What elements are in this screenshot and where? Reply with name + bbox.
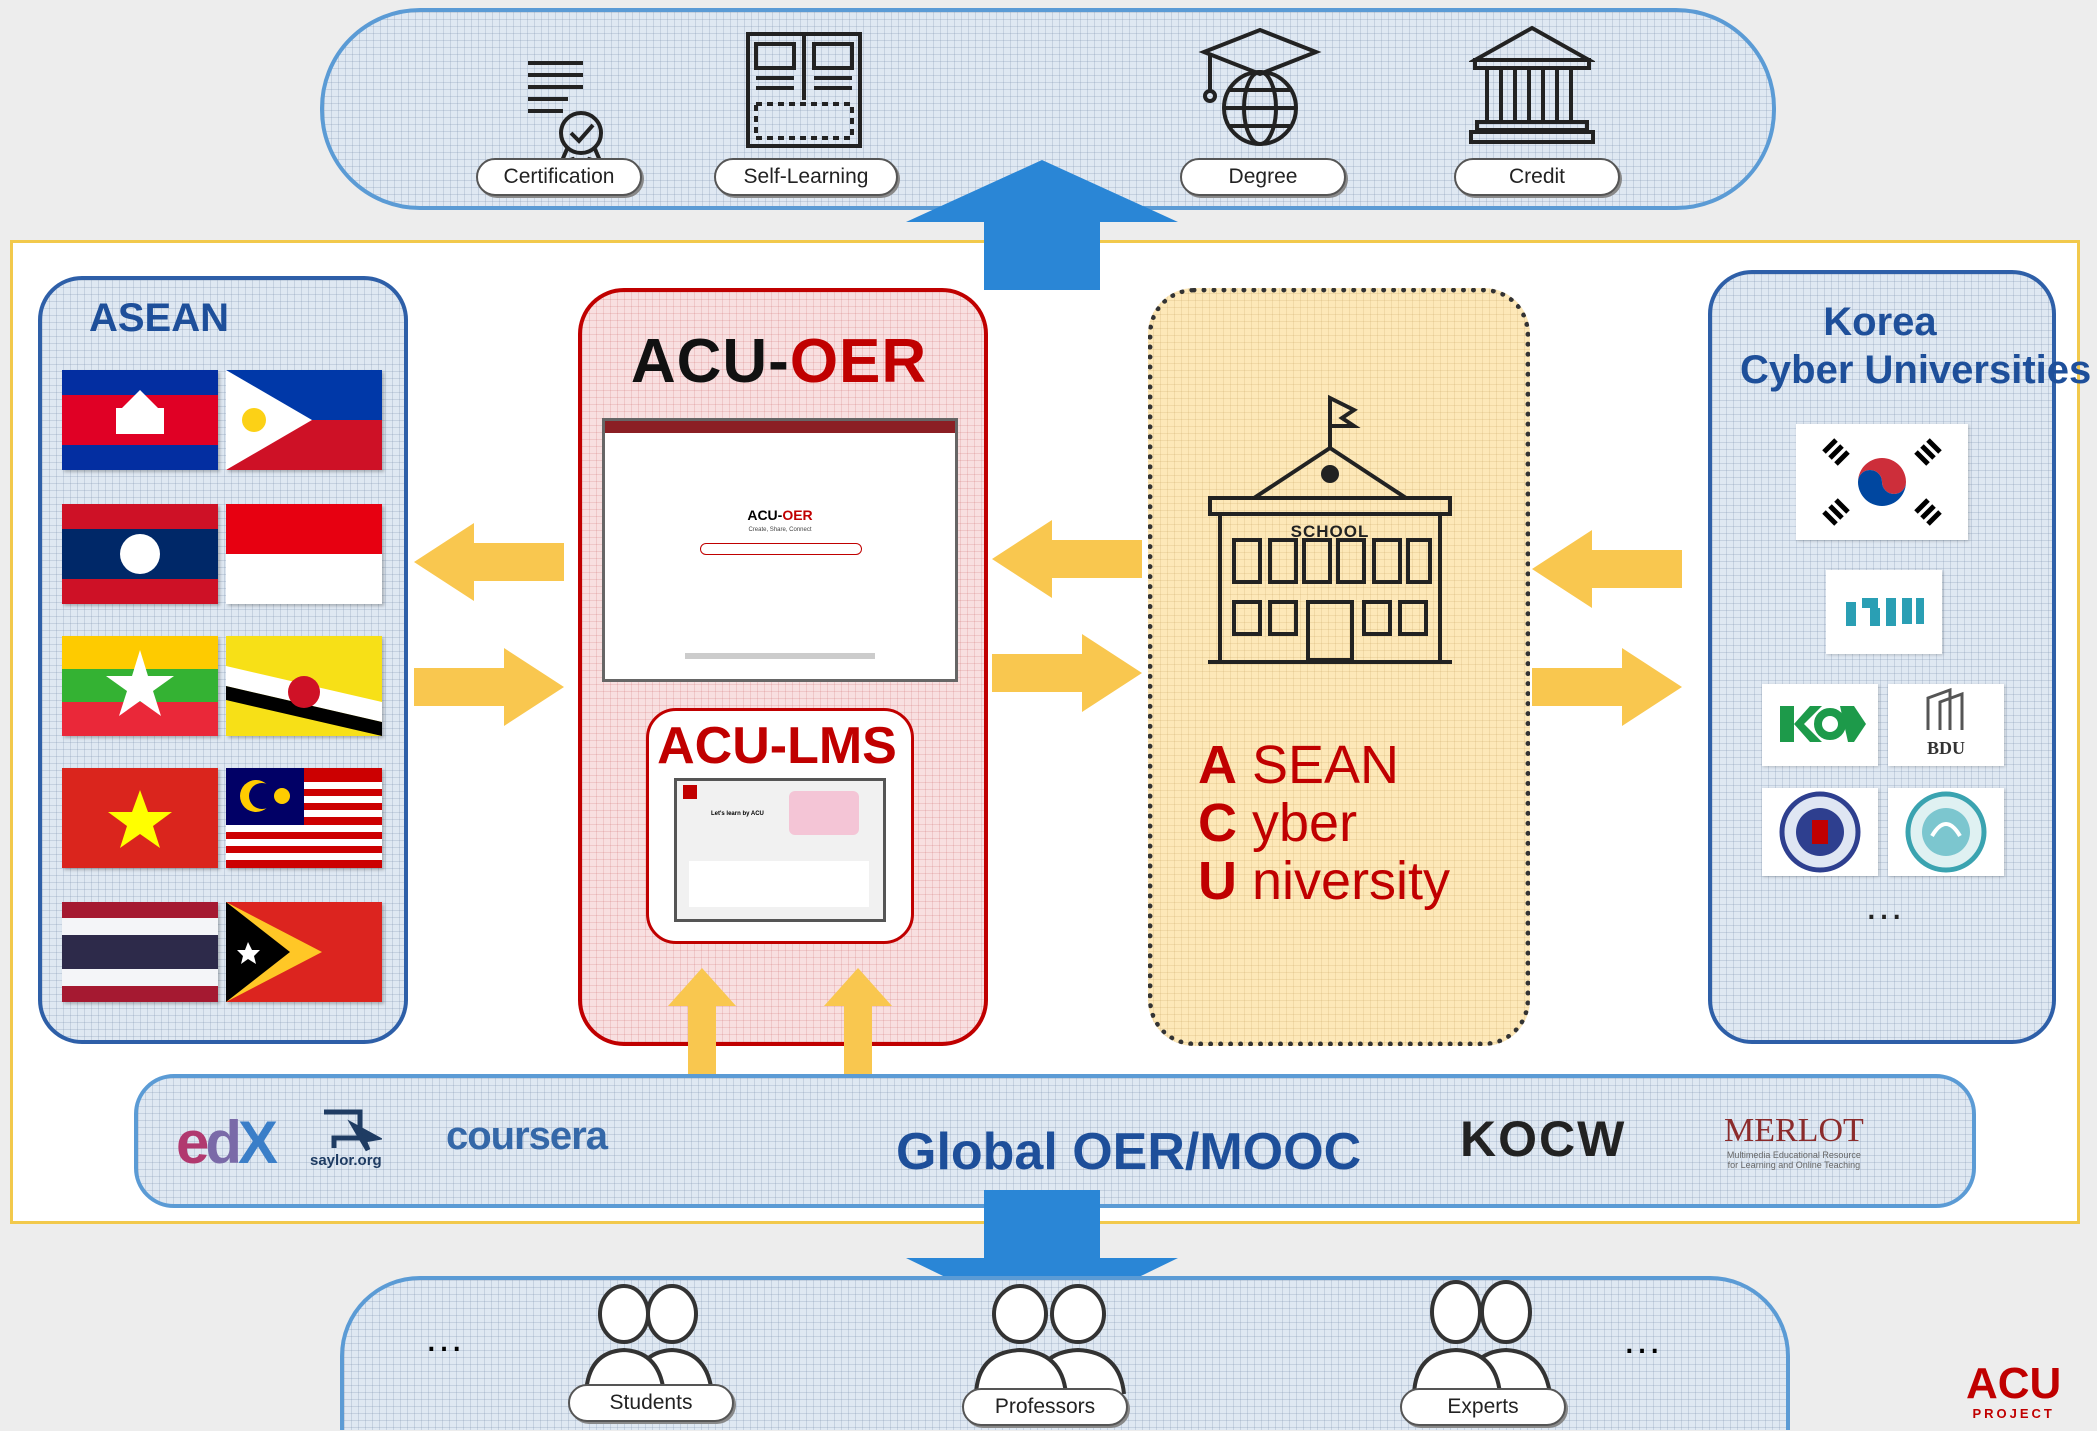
acu-project-sub: PROJECT xyxy=(1972,1406,2055,1421)
lms-screen-logo xyxy=(683,785,697,799)
oer-search-input[interactable] xyxy=(700,543,862,555)
merlot-logo: MERLOT Multimedia Educational Resource f… xyxy=(1724,1112,1864,1170)
users-more-right: … xyxy=(1622,1318,1662,1362)
oer-screen-tagline: Create, Share, Connect xyxy=(748,527,812,533)
edx-logo-d: d xyxy=(205,1109,242,1176)
experts-users-icon xyxy=(1412,1280,1552,1395)
outcome-self-learning-label: Self-Learning xyxy=(714,158,898,196)
flag-brunei xyxy=(226,636,382,736)
kcu-logo xyxy=(1826,570,1942,654)
book-icon xyxy=(746,32,862,148)
flag-malaysia xyxy=(226,768,382,868)
lms-title: ACU-LMS xyxy=(657,717,897,775)
arrow-from-oer xyxy=(992,634,1142,712)
edx-logo-x: X xyxy=(238,1109,278,1176)
acu-panel xyxy=(1148,288,1530,1046)
oer-screen-suffix: OER xyxy=(782,507,813,523)
asean-title: ASEAN xyxy=(88,296,230,340)
saylor-logo-text: saylor.org xyxy=(310,1152,382,1169)
arrow-to-acu xyxy=(1532,530,1682,608)
kocw-logo: KOCW xyxy=(1460,1111,1627,1167)
korea-flag-logo xyxy=(1796,424,1968,540)
outcome-certification-label: Certification xyxy=(476,158,642,196)
flag-thailand xyxy=(62,902,218,1002)
edx-logo: edX xyxy=(176,1108,278,1177)
lms-screen-headline: Let's learn by ACU xyxy=(711,811,764,817)
certificate-icon xyxy=(528,61,605,165)
seal-logo-2 xyxy=(1888,788,2004,876)
user-students-label: Students xyxy=(568,1384,734,1422)
oer-screen-prefix: ACU- xyxy=(747,507,783,523)
bank-building-icon xyxy=(1469,25,1595,144)
acu-line-a: A SEAN xyxy=(1198,735,1400,795)
merlot-logo-sub2: for Learning and Online Teaching xyxy=(1727,1160,1861,1170)
saylor-logo-icon xyxy=(324,1109,382,1152)
korea-more: … xyxy=(1864,884,1904,928)
flag-vietnam xyxy=(62,768,218,868)
bdu-logo: BDU xyxy=(1888,684,2004,766)
school-building-icon xyxy=(1208,394,1452,664)
global-panel xyxy=(134,1074,1976,1208)
acu-project-main: ACU xyxy=(1966,1359,2062,1408)
outcome-degree-label: Degree xyxy=(1180,158,1346,196)
oer-title-prefix: ACU- xyxy=(630,327,790,396)
edx-logo-e: e xyxy=(176,1109,209,1176)
korea-panel xyxy=(1708,270,2056,1044)
oer-footer-bar xyxy=(685,653,875,659)
user-professors-label: Professors xyxy=(962,1388,1128,1426)
korea-title-line1: Korea xyxy=(1823,300,1937,344)
flag-indonesia xyxy=(226,504,382,604)
users-more-left: … xyxy=(424,1316,464,1360)
up-arrow-stem xyxy=(984,220,1100,290)
merlot-logo-sub1: Multimedia Educational Resource xyxy=(1726,1150,1861,1160)
oer-mooc-arrow-left xyxy=(668,968,736,1136)
korea-title-line2: Cyber Universities xyxy=(1740,348,2092,392)
flag-laos xyxy=(62,504,218,604)
students-users-icon xyxy=(584,1284,714,1395)
kcy-logo xyxy=(1762,684,1878,766)
lms-screen-body xyxy=(689,861,869,907)
oer-title-suffix: OER xyxy=(789,327,928,396)
seal-logo-1 xyxy=(1762,788,1878,876)
flag-timor-leste xyxy=(226,902,382,1002)
oer-screenshot: ACU-OER Create, Share, Connect xyxy=(602,418,958,682)
oer-mooc-arrow-right xyxy=(824,968,892,1136)
oer-screenshot-topbar xyxy=(605,421,955,433)
professors-users-icon xyxy=(974,1284,1126,1395)
lms-screenshot: Let's learn by ACU xyxy=(674,778,886,922)
global-title: Global OER/MOOC xyxy=(896,1123,1362,1181)
merlot-logo-text: MERLOT xyxy=(1724,1112,1864,1149)
oer-title: ACU-OER xyxy=(578,326,980,397)
acu-line-c: C yber xyxy=(1198,793,1358,853)
acu-acronym: A SEAN C yber U niversity xyxy=(1198,736,1450,910)
coursera-logo: coursera xyxy=(446,1114,608,1158)
school-label: SCHOOL xyxy=(1290,522,1370,541)
acu-line-u: U niversity xyxy=(1198,851,1451,911)
lms-screen-illustration xyxy=(789,791,859,835)
acu-project-logo: ACU PROJECT xyxy=(1966,1359,2062,1422)
arrow-from-acu xyxy=(1532,648,1682,726)
outcome-credit-label: Credit xyxy=(1454,158,1620,196)
flag-cambodia xyxy=(62,370,218,470)
user-experts-label: Experts xyxy=(1400,1388,1566,1426)
flag-myanmar xyxy=(62,636,218,736)
bdu-text: BDU xyxy=(1927,738,1965,758)
arrow-to-asean xyxy=(414,523,564,601)
arrow-from-asean xyxy=(414,648,564,726)
graduation-globe-icon xyxy=(1198,27,1322,146)
arrow-to-oer xyxy=(992,520,1142,598)
flag-philippines xyxy=(226,370,382,470)
